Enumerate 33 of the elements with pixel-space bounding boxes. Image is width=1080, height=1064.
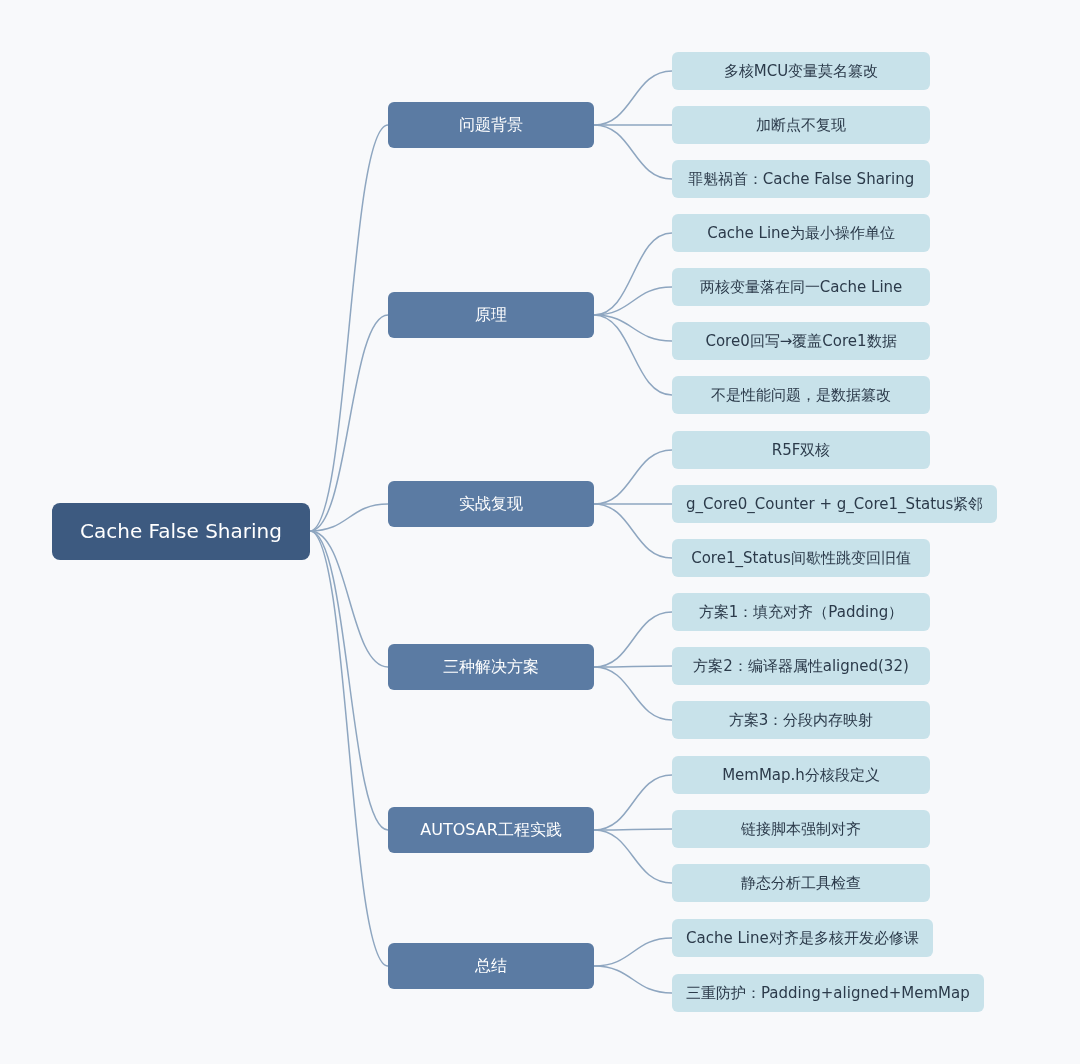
connector-line xyxy=(593,965,673,994)
leaf-topic-box: Core1_Status间歇性跳变回旧值 xyxy=(672,539,930,577)
leaf-topic-box: 方案3：分段内存映射 xyxy=(672,701,930,739)
branch-topic-box: 实战复现 xyxy=(388,481,594,527)
leaf-topic-box: Cache Line为最小操作单位 xyxy=(672,214,930,252)
leaf-topic-box: 方案2：编译器属性aligned(32) xyxy=(672,647,930,685)
leaf-topic-box: 多核MCU变量莫名篡改 xyxy=(672,52,930,90)
connector-line xyxy=(309,530,389,967)
branch-topic-box: 总结 xyxy=(388,943,594,989)
leaf-topic-box: MemMap.h分核段定义 xyxy=(672,756,930,794)
branch-topic-box: 问题背景 xyxy=(388,102,594,148)
leaf-topic-box: 方案1：填充对齐（Padding） xyxy=(672,593,930,631)
connector-line xyxy=(593,829,673,884)
leaf-topic-box: 不是性能问题，是数据篡改 xyxy=(672,376,930,414)
leaf-topic-box: Cache Line对齐是多核开发必修课 xyxy=(672,919,933,957)
leaf-topic-box: 静态分析工具检查 xyxy=(672,864,930,902)
connector-line xyxy=(593,503,673,559)
connector-line xyxy=(593,314,673,342)
leaf-topic-box: 链接脚本强制对齐 xyxy=(672,810,930,848)
leaf-topic-box: 三重防护：Padding+aligned+MemMap xyxy=(672,974,984,1012)
root-topic-box: Cache False Sharing xyxy=(52,502,310,560)
connector-line xyxy=(593,124,673,180)
connector-line xyxy=(593,666,673,721)
leaf-topic-box: 两核变量落在同一Cache Line xyxy=(672,268,930,306)
branch-topic-box: 三种解决方案 xyxy=(388,644,594,690)
branch-topic-box: 原理 xyxy=(388,292,594,338)
connector-line xyxy=(309,124,389,532)
leaf-topic-box: 加断点不复现 xyxy=(672,106,930,144)
leaf-topic-box: R5F双核 xyxy=(672,431,930,469)
leaf-topic-box: 罪魁祸首：Cache False Sharing xyxy=(672,160,930,198)
leaf-topic-box: g_Core0_Counter + g_Core1_Status紧邻 xyxy=(672,485,998,523)
branch-topic-box: AUTOSAR工程实践 xyxy=(388,807,594,853)
leaf-topic-box: Core0回写→覆盖Core1数据 xyxy=(672,322,930,360)
